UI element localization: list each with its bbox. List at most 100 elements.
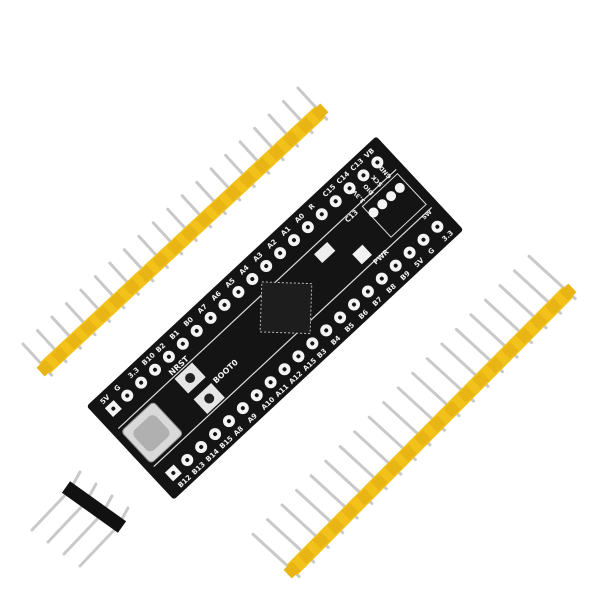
pin-hole [185,457,190,462]
header-pin [425,357,468,396]
header-block [108,292,126,310]
pin-hole [291,238,296,243]
pin-hole [296,354,301,359]
pin-hole [282,367,287,372]
header-block [181,224,199,242]
pin-hole [393,263,398,268]
header-pin [498,284,541,323]
pin-hole [333,199,338,204]
header-pin [527,254,570,294]
pin-hole [310,341,315,346]
pin-hole [153,367,158,372]
header-block [166,238,184,256]
pin-hole [347,186,352,191]
pin-hole [319,212,324,217]
header-block [239,170,257,188]
header-block [79,319,97,337]
pin-hole [199,445,204,450]
header-block [501,342,519,360]
usb-c-connector [122,402,183,463]
pin-hole [111,406,116,411]
header-block [253,157,271,175]
pin-hole [250,277,255,282]
pin-hole [361,173,366,178]
header-block [195,211,213,229]
header-block [341,502,359,520]
header-block [137,265,155,283]
left-pin-header [21,86,329,377]
boot0-button[interactable] [193,382,225,414]
header-pin [78,524,120,568]
ldo-regulator [352,244,373,265]
pin-hole [375,160,380,165]
pin-hole [171,470,176,475]
pin-hole [180,341,185,346]
pin-hole [194,328,199,333]
pin-hole [226,419,231,424]
swd-pad [386,191,397,202]
header-block [298,546,316,564]
header-block [443,400,461,418]
header-pin [62,512,104,556]
pin-hole [208,315,213,320]
header-pin [440,342,483,382]
header-block [530,312,548,330]
header-block [94,305,112,323]
header-pin [280,503,323,543]
header-pin [324,459,367,499]
nrst-button[interactable] [174,362,206,394]
header-block [414,429,432,447]
right-pin-header [251,254,577,579]
header-block [486,356,504,374]
header-block [472,371,490,389]
swd-pad [377,199,388,210]
pin-hole [379,276,384,281]
pin-hole [222,302,227,307]
header-block [385,459,403,477]
pin-hole [365,289,370,294]
header-block [123,278,141,296]
header-block [457,385,475,403]
header-pin [396,386,439,426]
pin-hole [338,315,343,320]
pin-hole [254,393,259,398]
swd-pad [394,182,405,193]
header-pin [411,371,454,411]
pin-hole [305,225,310,230]
header-pin [483,298,526,338]
pin-hole [435,224,440,229]
header-pin [367,415,410,455]
header-block [36,359,54,377]
header-block [311,103,329,121]
header-block [282,130,300,148]
header-pin [46,500,88,544]
pin-hole [213,432,218,437]
stm32-board: 5VG3.3B10B2B1B0A7A6A5A4A3A2A1A0RC15C14C1… [87,137,463,499]
header-pin [309,474,352,513]
pin-hole [407,250,412,255]
swd-pad [368,207,379,218]
header-block [399,444,417,462]
short-pin-header [30,470,130,568]
pin-label: G [427,246,437,256]
header-pin [469,313,512,353]
pin-hole [236,289,241,294]
pin-label: G [113,383,123,393]
pin-hole [278,251,283,256]
header-block [283,561,301,579]
header-pin [266,518,309,557]
pin-hole [324,328,329,333]
pin-hole [264,264,269,269]
pin-hole [268,380,273,385]
header-pin [382,401,425,440]
header-block [268,143,286,161]
pin-hole [125,393,130,398]
header-block [559,283,577,301]
crystal [314,241,336,264]
pin-label: R [307,202,317,212]
header-block [356,488,374,506]
header-plastic [61,481,127,533]
header-pin [512,269,555,309]
pin-hole [166,354,171,359]
